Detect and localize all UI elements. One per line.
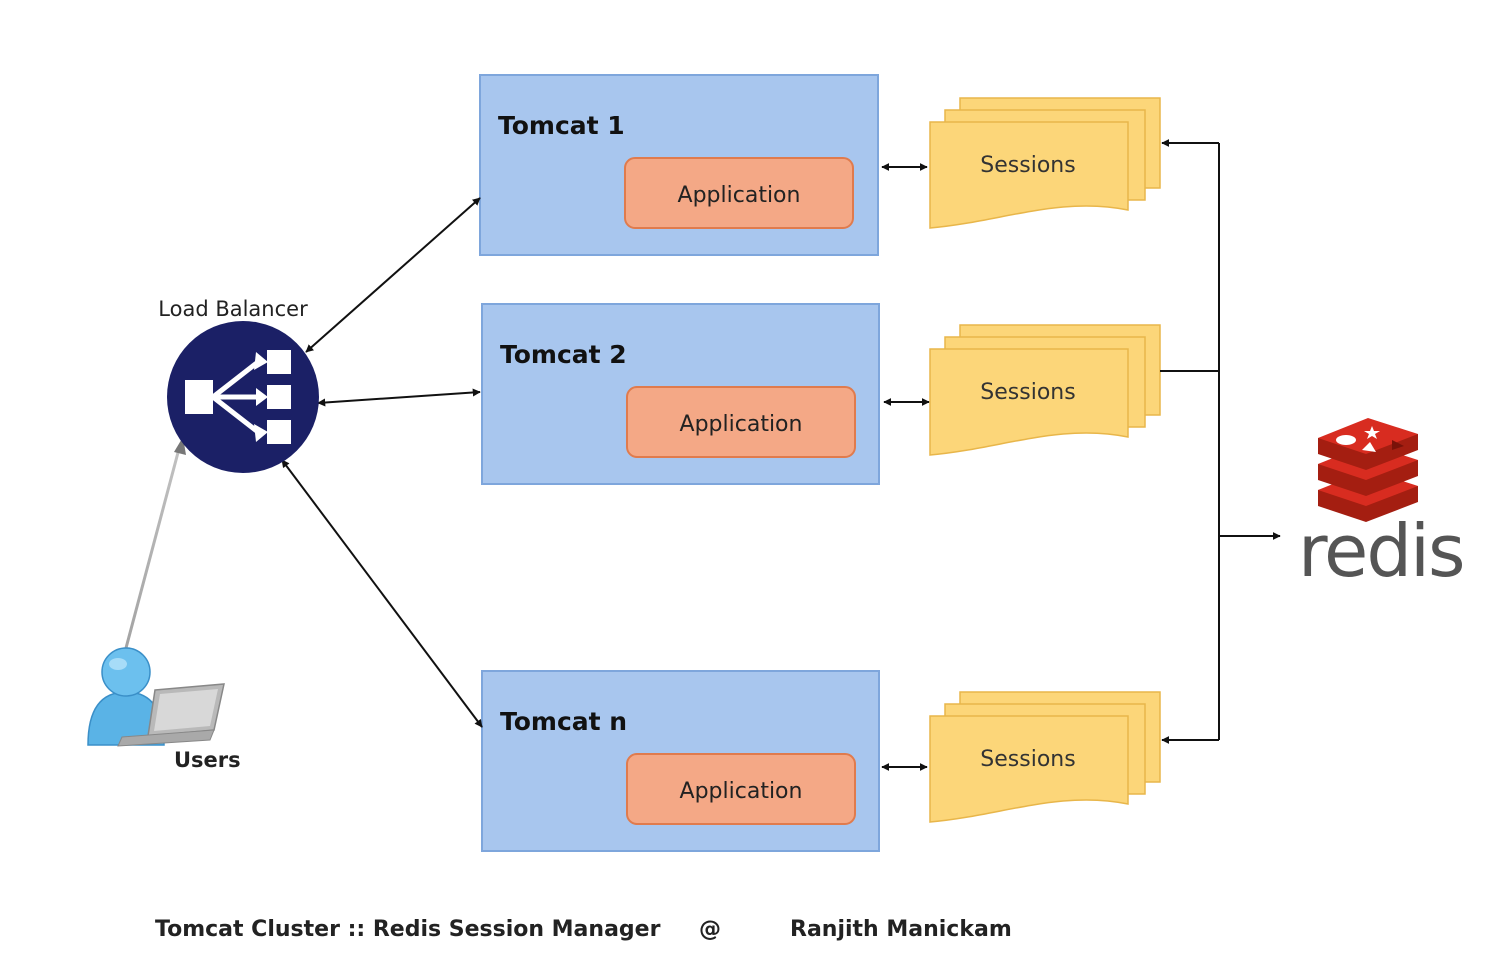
user-laptop-icon [87, 647, 225, 747]
tomcat-node-n: Tomcat n Application [481, 670, 880, 852]
redis-wordmark: redis [1298, 509, 1464, 593]
footer-author: Ranjith Manickam [790, 917, 1012, 942]
tomcat-title: Tomcat 2 [500, 340, 627, 369]
sessions-stack-2: Sessions [929, 324, 1161, 456]
application-box [626, 753, 856, 825]
users: Users [87, 647, 241, 772]
footer: Tomcat Cluster :: Redis Session Manager … [155, 917, 1012, 942]
users-lb-arrow [124, 444, 182, 649]
application-box [626, 386, 856, 458]
tomcat-node-2: Tomcat 2 Application [481, 303, 880, 485]
sessions-stack-1: Sessions [929, 97, 1161, 229]
lb-tomcatn-arrow [281, 459, 483, 728]
sessions-label: Sessions [980, 380, 1075, 405]
users-label: Users [174, 748, 241, 772]
tomcat-title: Tomcat n [500, 707, 627, 736]
load-balancer-label: Load Balancer [158, 297, 308, 321]
load-balancer-icon [167, 321, 319, 473]
application-label: Application [680, 412, 803, 437]
sessions-stack-n: Sessions [929, 691, 1161, 823]
load-balancer: Load Balancer [158, 297, 319, 473]
sessions-label: Sessions [980, 747, 1075, 772]
application-box [624, 157, 854, 229]
application-label: Application [680, 779, 803, 804]
tomcat-title: Tomcat 1 [498, 111, 625, 140]
footer-at: @ [699, 917, 721, 942]
footer-title: Tomcat Cluster :: Redis Session Manager [155, 917, 661, 942]
lb-tomcat2-arrow [317, 388, 481, 407]
sessions-label: Sessions [980, 153, 1075, 178]
application-label: Application [678, 183, 801, 208]
tomcat-node-1: Tomcat 1 Application [479, 74, 879, 256]
lb-tomcat1-arrow [305, 197, 481, 353]
redis-logo-icon [1318, 418, 1418, 522]
redis: redis [1298, 418, 1466, 593]
redis-bus-connector [1160, 139, 1281, 744]
